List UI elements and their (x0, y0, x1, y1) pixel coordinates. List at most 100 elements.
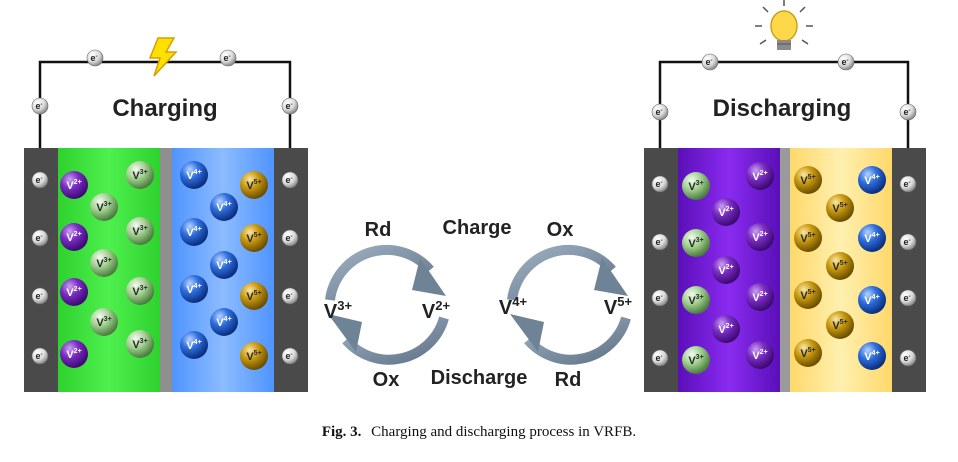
discharging-negative-ion-v2-ball (746, 223, 774, 251)
discharging-positive-ion-v5-ball (826, 252, 854, 280)
discharging-positive-ion-v4-ball (858, 342, 886, 370)
discharge-label: Discharge (431, 367, 528, 389)
charging-positive-ion-v5-ball (240, 342, 268, 370)
discharging-negative-ion-v3-ball (682, 346, 710, 374)
charging-positive-ion-v4: V4+ (180, 331, 208, 359)
discharging-positive-ion-v5: V5+ (794, 166, 822, 194)
svg-text:e-: e- (285, 101, 292, 111)
charging-electrons: e-e-e-e-e-e-e-e-e-e-e-e- (31, 49, 299, 365)
charging-negative-ion-label: V3+ (132, 338, 147, 351)
discharging-negative-ion-label: V3+ (688, 294, 703, 307)
positive-cycle-bottom-arrowhead (510, 314, 544, 352)
charging-electrode-electron: e- (31, 287, 49, 305)
discharging-negative-ion-v2-ball (712, 256, 740, 284)
charging-positive-ion-v4: V4+ (210, 308, 238, 336)
svg-text:e-: e- (35, 101, 42, 111)
charging-negative-ion-label: V3+ (132, 225, 147, 238)
charging-positive-ion-v4-ball (210, 308, 238, 336)
charging-wire-electron: e- (219, 49, 237, 67)
charging-negative-ion-label: V2+ (66, 286, 81, 299)
charging-negative-ion-label: V3+ (96, 316, 111, 329)
charging-negative-ion-v3-ball (126, 161, 154, 189)
charging-negative-ion-v3: V3+ (90, 193, 118, 221)
discharging-negative-ion-v2: V2+ (746, 223, 774, 251)
positive-cycle-bottom-label: Rd (555, 369, 582, 391)
svg-text:e-: e- (903, 107, 910, 117)
charging-negative-ion-v2-ball (60, 340, 88, 368)
discharging-negative-ion-v2: V2+ (746, 162, 774, 190)
charging-positive-ion-v4: V4+ (210, 193, 238, 221)
positive-cycle-top-arrow (507, 244, 616, 301)
charging-ions: V2+V3+V3+V2+V3+V3+V2+V3+V3+V2+V3+V4+V5+V… (60, 161, 268, 370)
discharging-negative-ion-v3: V3+ (682, 172, 710, 200)
svg-text:e-: e- (903, 353, 910, 363)
discharging-negative-ion-v2-ball (746, 341, 774, 369)
discharging-negative-ion-v2: V2+ (746, 341, 774, 369)
discharging-positive-ion-label: V4+ (864, 232, 879, 245)
charging-electrode-electron: e- (281, 347, 299, 365)
discharging-negative-ion-v2-ball (746, 162, 774, 190)
discharging-negative-ion-v2-ball (712, 315, 740, 343)
charging-negative-ion-v3-ball (90, 308, 118, 336)
charging-positive-ion-v4: V4+ (210, 251, 238, 279)
discharging-negative-ion-v2: V2+ (712, 256, 740, 284)
discharging-negative-ion-label: V2+ (752, 349, 767, 362)
charging-positive-ion-v4: V4+ (180, 275, 208, 303)
charging-negative-ion-v2-ball (60, 278, 88, 306)
discharging-negative-ion-v3: V3+ (682, 346, 710, 374)
svg-text:e-: e- (285, 291, 292, 301)
svg-text:e-: e- (655, 353, 662, 363)
discharging-negative-ion-v2: V2+ (712, 315, 740, 343)
svg-text:e-: e- (705, 57, 712, 67)
negative-cycle-left-species: V3+ (324, 298, 353, 323)
discharging-electrode-electron: e- (651, 233, 669, 251)
discharging-positive-ion-v5-ball (794, 224, 822, 252)
charging-positive-ion-label: V4+ (216, 259, 231, 272)
discharging-negative-ion-label: V2+ (752, 231, 767, 244)
discharging-electrode-electron: e- (899, 233, 917, 251)
charging-electrode-electron: e- (31, 347, 49, 365)
discharging-positive-ion-label: V5+ (800, 347, 815, 360)
positive-redox-cycle: Ox Rd V4+ V5+ (499, 219, 633, 391)
charging-negative-ion-v3: V3+ (126, 277, 154, 305)
discharging-positive-ion-v4: V4+ (858, 224, 886, 252)
svg-text:e-: e- (903, 179, 910, 189)
redox-cycles: Rd Ox V3+ V2+ Ox Rd V4+ V5+ Charge Disch… (324, 217, 633, 391)
discharging-membrane (780, 148, 790, 392)
discharging-negative-ion-label: V3+ (688, 180, 703, 193)
discharging-negative-ion-label: V3+ (688, 354, 703, 367)
charging-cell: Charging V2+V3+V3+V2+V3+V3+V2+V3+V3+V2+V… (24, 37, 308, 392)
discharging-negative-ion-label: V2+ (752, 291, 767, 304)
discharging-electrode-electron: e- (651, 349, 669, 367)
discharging-negative-ion-v3-ball (682, 172, 710, 200)
charging-positive-ion-v5: V5+ (240, 171, 268, 199)
svg-text:e-: e- (223, 53, 230, 63)
charging-electrode-electron: e- (281, 171, 299, 189)
charging-negative-ion-v3-ball (126, 330, 154, 358)
discharging-negative-ion-v3-ball (682, 229, 710, 257)
discharging-positive-ion-v5: V5+ (826, 252, 854, 280)
charging-positive-ion-label: V4+ (186, 226, 201, 239)
discharging-negative-ion-v2: V2+ (712, 198, 740, 226)
discharging-positive-ion-v5-ball (826, 311, 854, 339)
charging-wire-electron: e- (31, 97, 49, 115)
svg-text:e-: e- (35, 233, 42, 243)
charge-label: Charge (443, 217, 512, 239)
discharging-positive-ion-label: V5+ (832, 319, 847, 332)
discharging-positive-ion-label: V4+ (864, 294, 879, 307)
discharging-electrons: e-e-e-e-e-e-e-e-e-e-e-e- (651, 53, 917, 367)
discharging-cell: Discharging V2+V3+V2+V2+V3+V2+V2+V3+V2+V… (644, 0, 926, 392)
charging-negative-ion-v2: V2+ (60, 278, 88, 306)
discharging-wire-electron: e- (701, 53, 719, 71)
discharging-positive-ion-v5-ball (826, 194, 854, 222)
negative-cycle-top-arrow (325, 244, 434, 301)
discharging-positive-ion-v4-ball (858, 224, 886, 252)
discharging-negative-ion-v2: V2+ (746, 283, 774, 311)
negative-cycle-bottom-label: Ox (373, 369, 400, 391)
figure-caption-text: Charging and discharging process in VRFB… (371, 424, 637, 440)
svg-text:e-: e- (655, 179, 662, 189)
discharging-positive-ion-label: V5+ (832, 202, 847, 215)
charging-negative-ion-label: V3+ (96, 201, 111, 214)
charging-electrode-electron: e- (281, 287, 299, 305)
